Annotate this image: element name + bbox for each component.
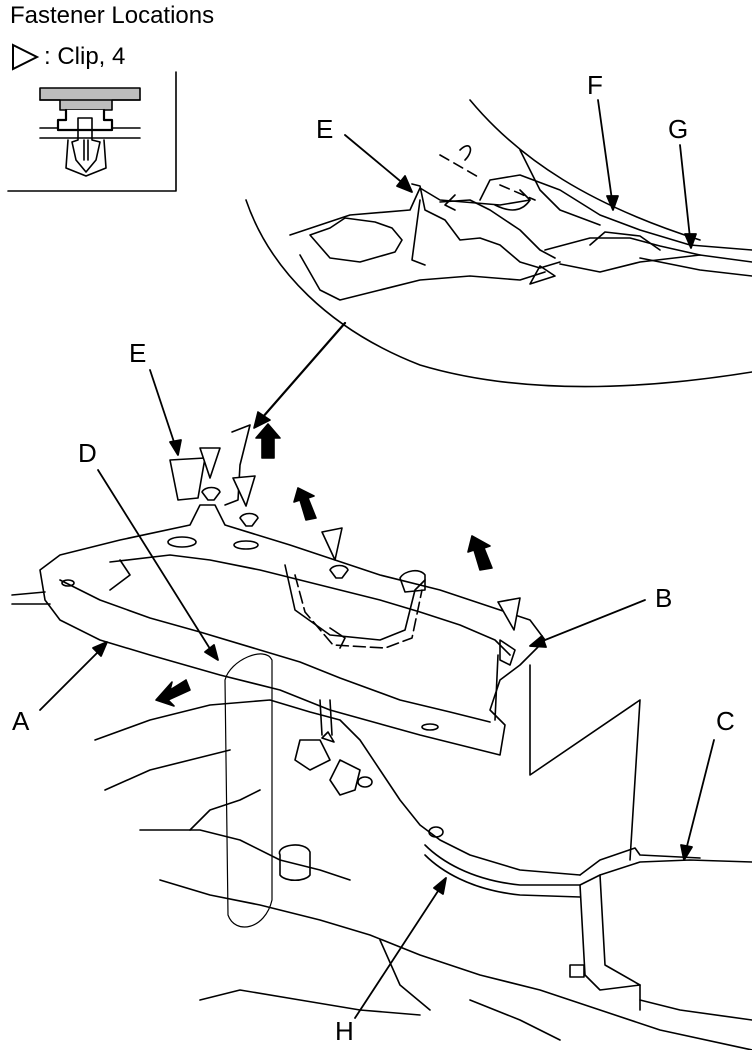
leader-lines <box>39 99 715 1019</box>
callout-g: G <box>668 114 689 144</box>
callout-f: F <box>587 70 603 100</box>
legend-text: : Clip, 4 <box>44 43 126 70</box>
legend: : Clip, 4 <box>10 42 125 72</box>
page-title: Fastener Locations <box>10 2 215 29</box>
callout-c: C <box>716 706 735 736</box>
callout-e-main: E <box>129 338 147 368</box>
body-structure <box>94 653 752 1050</box>
triangle-outline-icon <box>12 43 40 71</box>
callout-h: H <box>335 1016 354 1046</box>
callout-d: D <box>78 438 97 468</box>
callout-b: B <box>655 583 673 613</box>
main-panel <box>11 504 546 756</box>
callout-e-detail: E <box>316 114 334 144</box>
clip-inset <box>7 71 177 192</box>
part-e <box>169 457 206 501</box>
detail-view <box>245 99 752 388</box>
callout-a: A <box>12 706 30 736</box>
